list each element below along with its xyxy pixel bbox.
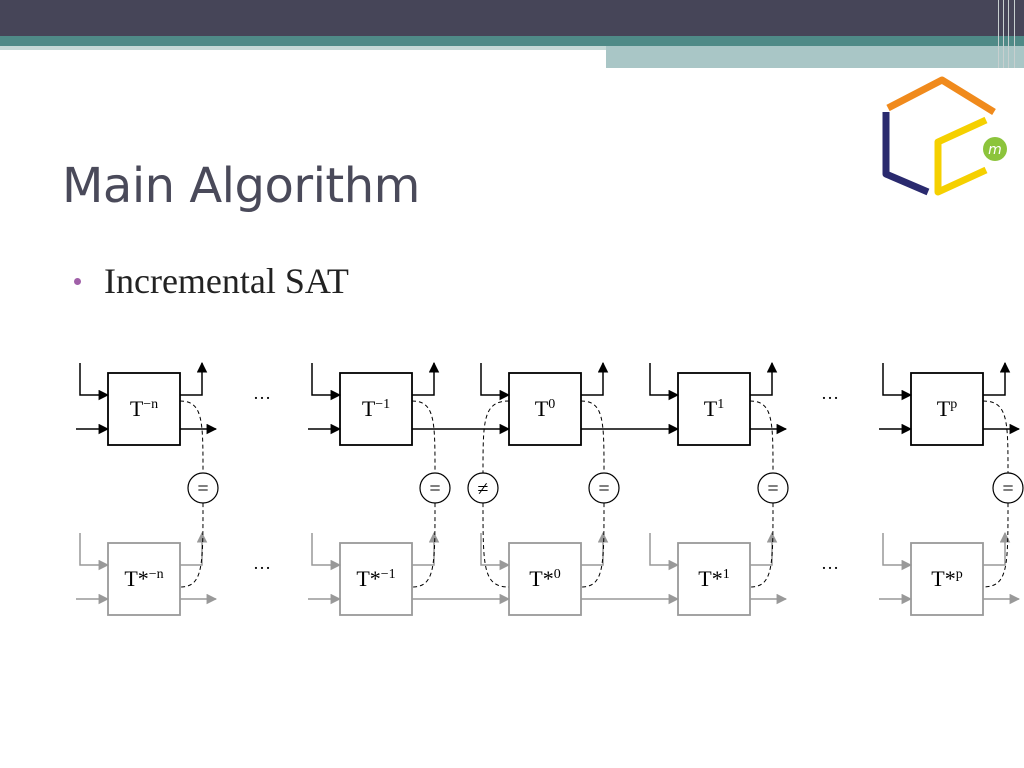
logo-badge bbox=[983, 137, 1007, 161]
header-bar bbox=[0, 0, 1024, 36]
logo-letter: m bbox=[988, 142, 1002, 158]
bottom-box bbox=[508, 542, 582, 616]
slide-title: Main Algorithm bbox=[62, 158, 420, 214]
dashed-link bbox=[749, 502, 774, 588]
control-output-bottom bbox=[750, 531, 778, 566]
ellipsis-label: … bbox=[821, 553, 839, 573]
bullet-dot-icon bbox=[74, 278, 81, 285]
control-input-bottom bbox=[882, 533, 913, 571]
top-box-label: T1 bbox=[704, 396, 724, 421]
dashed-link bbox=[749, 400, 774, 474]
bottom-box-label: T*−n bbox=[124, 566, 163, 591]
control-input-bottom bbox=[79, 533, 110, 571]
comparator-symbol: = bbox=[197, 478, 208, 500]
control-input-top bbox=[480, 363, 511, 401]
top-box bbox=[339, 372, 413, 446]
bottom-box-label: T*1 bbox=[698, 566, 729, 591]
control-input-bottom bbox=[311, 533, 342, 571]
top-box-label: T−n bbox=[130, 396, 158, 421]
control-input-top bbox=[311, 363, 342, 401]
top-box bbox=[508, 372, 582, 446]
dashed-link bbox=[411, 502, 436, 588]
bottom-box-label: T*p bbox=[931, 566, 962, 591]
dashed-link bbox=[482, 502, 510, 588]
top-box-label: T0 bbox=[535, 396, 555, 421]
comparator-symbol: = bbox=[598, 478, 609, 500]
cube-logo: m bbox=[882, 76, 1007, 196]
top-box-label: T−1 bbox=[362, 396, 390, 421]
dashed-link bbox=[580, 400, 605, 474]
bullet-text: Incremental SAT bbox=[104, 261, 349, 301]
header-light-block bbox=[606, 46, 1024, 68]
control-output-top bbox=[581, 361, 609, 396]
top-box bbox=[107, 372, 181, 446]
logo-yellow-stroke bbox=[934, 116, 988, 196]
dashed-link bbox=[179, 502, 204, 588]
top-box bbox=[677, 372, 751, 446]
comparator-symbol: = bbox=[767, 478, 778, 500]
dashed-link bbox=[179, 400, 204, 474]
control-output-top bbox=[983, 361, 1011, 396]
top-box bbox=[910, 372, 984, 446]
control-input-bottom bbox=[649, 533, 680, 571]
control-output-bottom bbox=[412, 531, 440, 566]
ellipsis-label: … bbox=[821, 383, 839, 403]
dashed-link bbox=[982, 400, 1009, 474]
control-output-top bbox=[750, 361, 778, 396]
bottom-box bbox=[339, 542, 413, 616]
control-output-bottom bbox=[180, 531, 208, 566]
bottom-box bbox=[910, 542, 984, 616]
top-box-label: Tp bbox=[937, 396, 957, 421]
control-output-bottom bbox=[581, 531, 609, 566]
dashed-link bbox=[411, 400, 436, 474]
ellipsis-label: … bbox=[253, 553, 271, 573]
header-light-strip bbox=[0, 46, 606, 50]
bottom-box-label: T*−1 bbox=[356, 566, 395, 591]
dashed-link bbox=[580, 502, 605, 588]
ellipsis-label: … bbox=[253, 383, 271, 403]
header-edge-lines bbox=[994, 0, 1024, 68]
header-accent-band bbox=[0, 36, 1024, 46]
control-output-bottom bbox=[983, 531, 1011, 566]
comparator-symbol: = bbox=[429, 478, 440, 500]
control-input-top bbox=[649, 363, 680, 401]
bottom-box bbox=[677, 542, 751, 616]
control-output-top bbox=[412, 361, 440, 396]
control-input-bottom bbox=[480, 533, 511, 571]
control-output-top bbox=[180, 361, 208, 396]
dashed-link bbox=[482, 400, 510, 474]
bottom-box bbox=[107, 542, 181, 616]
circuit-diagram: T−nT*−n T−1T*−1 T0T*0 T1T*1 TpT*p … … … … = = ≠ = = = bbox=[76, 361, 1024, 616]
bottom-box-label: T*0 bbox=[529, 566, 560, 591]
control-input-top bbox=[79, 363, 110, 401]
comparator-symbol: ≠ bbox=[478, 478, 489, 500]
control-input-top bbox=[882, 363, 913, 401]
logo-orange-stroke bbox=[886, 76, 996, 115]
dashed-link bbox=[982, 502, 1009, 588]
comparator-symbol: = bbox=[1002, 478, 1013, 500]
logo-navy-stroke bbox=[882, 112, 930, 196]
